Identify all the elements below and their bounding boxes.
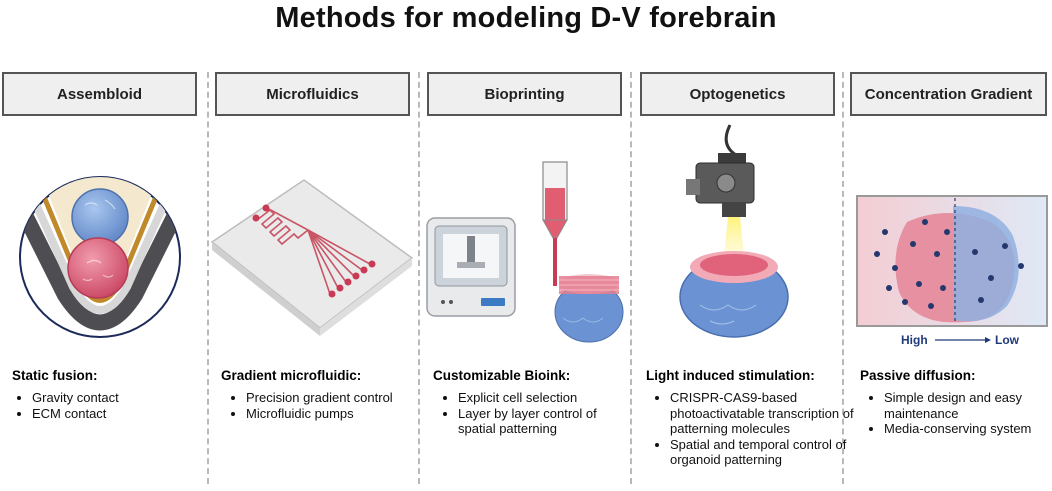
points-assembloid: Gravity contact ECM contact <box>12 390 217 421</box>
list-item: Gravity contact <box>32 390 217 406</box>
list-item: Spatial and temporal control of organoid… <box>670 437 858 468</box>
column-separator <box>842 72 844 484</box>
header-concentration-gradient: Concentration Gradient <box>850 72 1047 116</box>
optogenetics-illustration <box>679 124 789 338</box>
concentration-gradient-illustration: High Low <box>856 195 1048 347</box>
list-item: Media-conserving system <box>884 421 1052 437</box>
bioprinter-illustration <box>426 161 624 343</box>
column-separator <box>207 72 209 484</box>
list-item: Precision gradient control <box>246 390 416 406</box>
method-bioprinting: Customizable Bioink: <box>433 368 571 383</box>
column-separator <box>630 72 632 484</box>
page-title: Methods for modeling D-V forebrain <box>275 2 777 34</box>
points-optogenetics: CRISPR-CAS9-based photoactivatable trans… <box>650 390 858 468</box>
list-item: Microfluidic pumps <box>246 406 416 422</box>
points-concentration-gradient: Simple design and easy maintenance Media… <box>864 390 1052 437</box>
method-concentration-gradient: Passive diffusion: <box>860 368 976 383</box>
method-microfluidics: Gradient microfluidic: <box>221 368 362 383</box>
list-item: Simple design and easy maintenance <box>884 390 1052 421</box>
dorsal-organoid <box>71 188 129 246</box>
header-optogenetics: Optogenetics <box>640 72 835 116</box>
gradient-low-label: Low <box>995 333 1020 347</box>
header-assembloid: Assembloid <box>2 72 197 116</box>
list-item: Layer by layer control of spatial patter… <box>458 406 633 437</box>
points-microfluidics: Precision gradient control Microfluidic … <box>226 390 416 421</box>
list-item: CRISPR-CAS9-based photoactivatable trans… <box>670 390 858 437</box>
list-item: Explicit cell selection <box>458 390 633 406</box>
method-optogenetics: Light induced stimulation: <box>646 368 815 383</box>
ventral-organoid <box>67 237 129 299</box>
column-separator <box>418 72 420 484</box>
method-assembloid: Static fusion: <box>12 368 98 383</box>
gradient-high-label: High <box>901 333 928 347</box>
list-item: ECM contact <box>32 406 217 422</box>
microfluidic-chip-illustration <box>210 179 414 336</box>
header-microfluidics: Microfluidics <box>215 72 410 116</box>
assembloid-illustration <box>19 176 181 338</box>
points-bioprinting: Explicit cell selection Layer by layer c… <box>438 390 633 437</box>
header-bioprinting: Bioprinting <box>427 72 622 116</box>
